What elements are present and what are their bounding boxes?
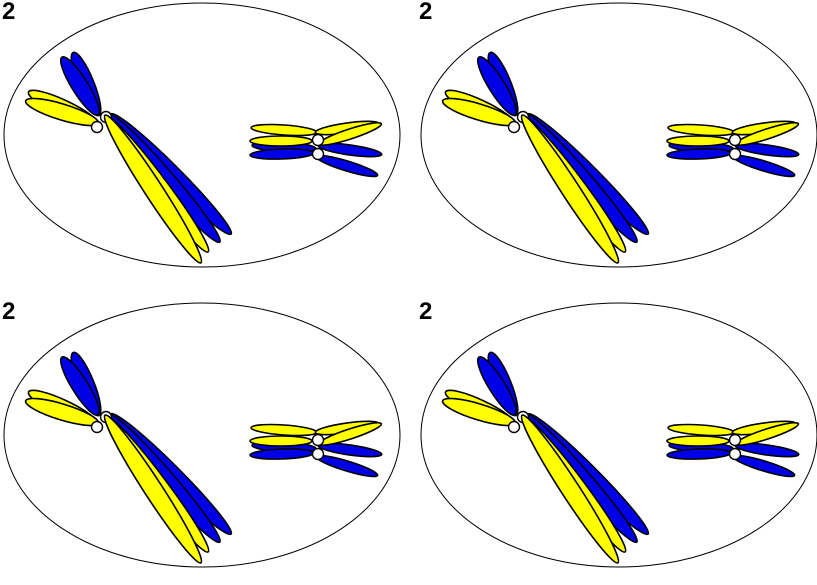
chromatid-arm bbox=[103, 114, 203, 264]
centromere bbox=[728, 447, 742, 461]
panel-label: 2 bbox=[2, 0, 16, 25]
chromatid-arm bbox=[249, 435, 313, 447]
chromatid-arm bbox=[666, 135, 730, 147]
cell-diagram bbox=[3, 2, 401, 268]
cell-diagram bbox=[420, 2, 817, 268]
chromatid-arm bbox=[520, 114, 620, 264]
chromatid-arm bbox=[666, 435, 730, 447]
cell-panel-top-right: 2 bbox=[417, 0, 817, 285]
centromere bbox=[507, 420, 521, 434]
centromere bbox=[311, 133, 325, 147]
centromere bbox=[90, 120, 104, 134]
chromatid-arm bbox=[59, 356, 101, 416]
centromere bbox=[728, 433, 742, 447]
centromere bbox=[728, 133, 742, 147]
centromere bbox=[311, 447, 325, 461]
centromere bbox=[311, 147, 325, 161]
cell-diagram bbox=[3, 302, 401, 568]
cell-membrane bbox=[3, 302, 401, 568]
panel-label: 2 bbox=[419, 298, 433, 325]
centromere bbox=[507, 120, 521, 134]
cell-membrane bbox=[420, 2, 817, 268]
centromere bbox=[728, 147, 742, 161]
cell-membrane bbox=[3, 2, 401, 268]
centromere bbox=[90, 420, 104, 434]
cell-panel-bottom-right: 2 bbox=[417, 298, 817, 585]
chromatid-arm bbox=[476, 56, 518, 116]
chromatid-arm bbox=[103, 414, 203, 564]
cell-panel-top-left: 2 bbox=[0, 0, 408, 285]
chromatid-arm bbox=[249, 135, 313, 147]
cell-diagram bbox=[420, 302, 817, 568]
cell-panel-bottom-left: 2 bbox=[0, 298, 408, 585]
chromatid-arm bbox=[476, 356, 518, 416]
centromere bbox=[311, 433, 325, 447]
chromatid-arm bbox=[59, 56, 101, 116]
chromatid-arm bbox=[520, 414, 620, 564]
panel-label: 2 bbox=[419, 0, 433, 25]
panel-label: 2 bbox=[2, 298, 16, 325]
cell-membrane bbox=[420, 302, 817, 568]
